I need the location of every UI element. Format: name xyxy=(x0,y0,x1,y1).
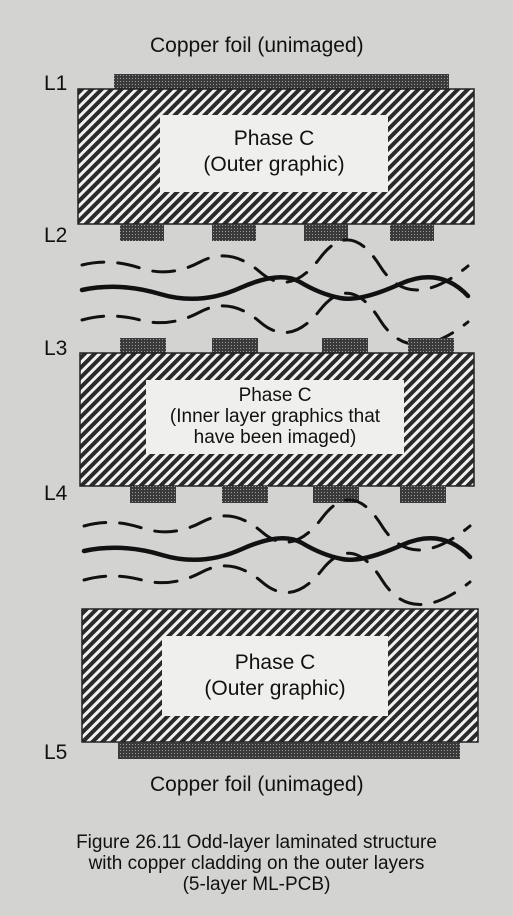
bottom-outer-block-window xyxy=(162,636,388,716)
middle-block-line2: (Inner layer graphics that xyxy=(169,406,381,427)
middle-block-title: Phase C xyxy=(238,385,312,406)
middle-block-text: Phase C (Inner layer graphics that have … xyxy=(146,385,404,448)
layer-label-l2: L2 xyxy=(44,224,68,247)
top-block-text: Phase C (Outer graphic) xyxy=(160,126,388,178)
layer-label-l3: L3 xyxy=(44,337,68,360)
middle-core-block-window xyxy=(146,380,404,454)
bottom-block-subtitle: (Outer graphic) xyxy=(204,677,346,700)
caption-line-3: (5-layer ML-PCB) xyxy=(182,874,331,895)
prepreg-upper xyxy=(79,238,471,346)
top-block-title: Phase C xyxy=(233,127,315,150)
prepreg-lower xyxy=(81,498,473,606)
bottom-block-text: Phase C (Outer graphic) xyxy=(162,650,388,702)
top-outer-block-window xyxy=(160,115,388,192)
bottom-copper-foil xyxy=(118,742,460,759)
layer-label-l5: L5 xyxy=(44,741,68,764)
layer-label-l4: L4 xyxy=(44,482,68,505)
caption-line-2: with copper cladding on the outer layers xyxy=(88,853,425,874)
top-block-subtitle: (Outer graphic) xyxy=(203,153,345,176)
caption-line-1: Figure 26.11 Odd-layer laminated structu… xyxy=(76,832,437,853)
layer-label-l1: L1 xyxy=(44,72,68,95)
l3-pads xyxy=(120,338,454,355)
bottom-block-title: Phase C xyxy=(234,651,316,674)
top-foil-label: Copper foil (unimaged) xyxy=(150,34,364,57)
bottom-foil-label: Copper foil (unimaged) xyxy=(150,773,364,796)
l2-pads xyxy=(120,224,434,241)
figure-caption: Figure 26.11 Odd-layer laminated structu… xyxy=(0,832,513,895)
top-copper-foil xyxy=(114,74,449,92)
middle-block-line3: have been imaged) xyxy=(193,427,357,448)
l4-pads xyxy=(130,486,446,503)
